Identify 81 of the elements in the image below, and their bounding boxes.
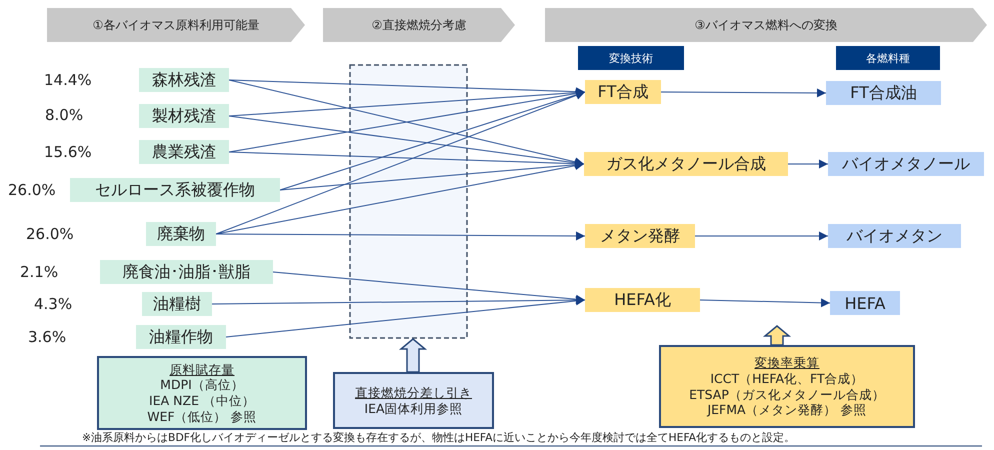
- box-label: 農業残渣: [152, 142, 216, 162]
- box-label: 変換技術: [609, 50, 653, 66]
- box-label: 油糧樹: [153, 294, 201, 314]
- arrow: [272, 272, 586, 304]
- box-label: 油糧作物: [149, 326, 213, 348]
- fuel-box: [828, 224, 961, 248]
- arrow: [226, 296, 586, 338]
- arrow: [216, 91, 586, 234]
- note-text: MDPI（高位）: [160, 377, 244, 393]
- note-text: IEA固体利用参照: [364, 400, 463, 416]
- step-banner: [47, 8, 305, 42]
- note-box: [97, 356, 307, 430]
- box-label: 廃食油･油脂･獣脂: [122, 262, 250, 282]
- note-heading: 直接燃焼分差し引き: [355, 384, 472, 400]
- note-text: ICCT（HEFA化、FT合成）: [710, 370, 864, 386]
- box-label: FT合成: [598, 82, 648, 102]
- feedstock-box: [70, 178, 280, 202]
- block-arrow: [398, 338, 428, 373]
- feedstock-box: [139, 140, 229, 164]
- percentage-label: 14.4%: [44, 71, 92, 89]
- note-text: IEA NZE （中位）: [149, 393, 255, 409]
- arrow: [216, 231, 586, 240]
- step-banner: [323, 8, 515, 42]
- box-label: 森林残渣: [152, 70, 216, 90]
- fuel-box: [826, 81, 941, 105]
- note-heading: 変換率乗算: [754, 355, 820, 371]
- arrow: [788, 160, 828, 168]
- feedstock-box: [146, 222, 216, 246]
- arrow: [660, 88, 826, 98]
- box-label: HEFA化: [614, 290, 671, 310]
- percentage-label: 26.0%: [26, 225, 74, 243]
- arrow: [700, 298, 830, 308]
- note-box: [333, 372, 494, 429]
- box-label: セルロース系被覆作物: [95, 180, 255, 200]
- box-label: バイオメタン: [846, 226, 942, 246]
- arrow: [694, 232, 828, 240]
- percentage-label: 4.3%: [34, 295, 72, 313]
- percentage-label: 8.0%: [45, 106, 84, 124]
- arrow: [228, 80, 584, 166]
- feedstock-box: [139, 68, 229, 92]
- box-label: HEFA: [844, 294, 886, 312]
- fuel-box: [830, 291, 900, 315]
- box-label: 各燃料種: [866, 50, 910, 66]
- column-header: [836, 46, 940, 70]
- step-banner: [545, 8, 987, 42]
- note-text: ETSAP（ガス化メタノール合成）: [689, 386, 885, 402]
- feedstock-box: [139, 104, 229, 128]
- process-box: [585, 224, 695, 248]
- arrow: [280, 90, 586, 190]
- arrow: [212, 296, 586, 305]
- note-text: WEF（低位） 参照: [147, 408, 257, 424]
- block-arrow: [762, 325, 792, 346]
- feedstock-box: [142, 292, 212, 316]
- box-label: メタン発酵: [600, 226, 680, 246]
- feedstock-box: [100, 260, 273, 284]
- note-box: [659, 345, 915, 428]
- footnote: ※油系原料からはBDF化しバイオディーゼルとする変換も存在するが、物性はHEFAに近いことから今年度検討では全てHEFA化するものと設定。: [82, 431, 796, 445]
- percentage-label: 15.6%: [44, 143, 92, 161]
- note-heading: 原料賦存量: [170, 362, 234, 378]
- process-box: [585, 80, 661, 104]
- box-label: ②直接燃焼分考慮: [372, 16, 466, 34]
- box-label: ①各バイオマス原料利用可能量: [92, 16, 260, 34]
- box-label: ガス化メタノール合成: [606, 154, 766, 174]
- box-label: バイオメタノール: [842, 154, 970, 174]
- percentage-label: 26.0%: [8, 181, 56, 199]
- percentage-label: 2.1%: [20, 263, 58, 281]
- arrow: [280, 160, 584, 190]
- process-box: [584, 152, 788, 176]
- box-label: FT合成油: [850, 82, 917, 104]
- percentage-label: 3.6%: [28, 328, 66, 346]
- note-text: JEFMA（メタン発酵） 参照: [707, 402, 867, 418]
- arrow: [228, 88, 586, 116]
- arrow: [228, 116, 584, 168]
- arrow: [216, 161, 584, 234]
- column-header: [578, 46, 684, 70]
- process-box: [585, 288, 700, 312]
- feedstock-box: [136, 325, 226, 349]
- box-label: 廃棄物: [157, 224, 205, 244]
- fuel-box: [828, 152, 984, 176]
- box-label: 製材残渣: [152, 106, 216, 126]
- box-label: ③バイオマス燃料への変換: [694, 16, 838, 34]
